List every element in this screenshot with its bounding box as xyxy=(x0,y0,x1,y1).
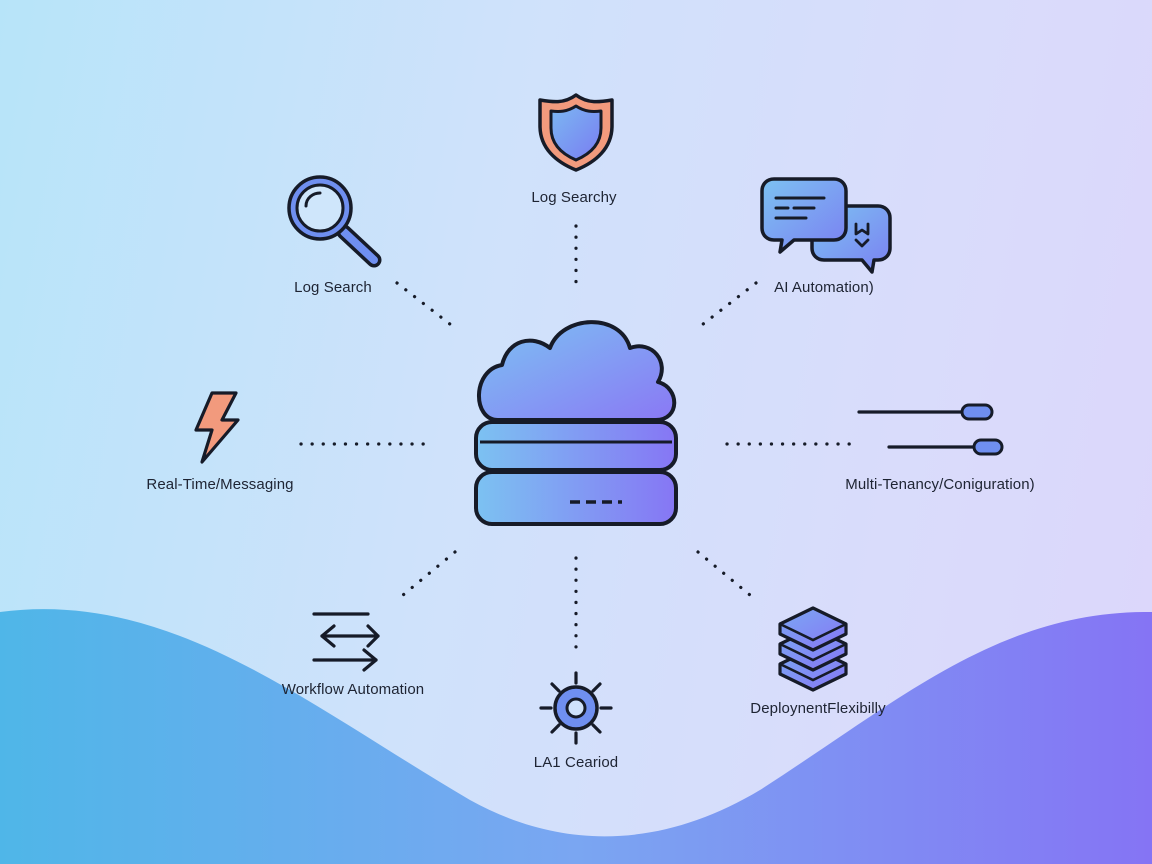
node-label-right: Multi-Tenancy/Coniguration) xyxy=(845,476,1035,493)
chat-bubbles-icon xyxy=(760,177,892,274)
node-label-top-left: Log Search xyxy=(294,279,372,296)
arrows-swap-icon xyxy=(312,612,380,672)
node-label-bottom-left: Workflow Automation xyxy=(281,681,425,698)
connector-bottom-left xyxy=(395,550,457,602)
sliders-icon xyxy=(857,403,1004,456)
node-label-bottom-right: DeploynentFlexibilly xyxy=(750,700,886,717)
node-label-bottom: LA1 Cеariod xyxy=(533,754,619,771)
shield-icon xyxy=(538,93,614,172)
stack-layers-icon xyxy=(778,606,848,692)
cloud-server-icon xyxy=(474,320,678,526)
magnifier-icon xyxy=(287,175,382,268)
connector-bottom-right xyxy=(696,550,758,602)
lightning-icon xyxy=(194,391,240,464)
node-label-top: Log Searchy xyxy=(531,189,617,206)
gear-sun-icon xyxy=(539,671,613,745)
connector-top-right xyxy=(696,281,758,330)
node-label-left: Real-Time/Messaging xyxy=(146,476,294,493)
connector-top-left xyxy=(395,281,457,330)
node-label-top-right: AI Automation) xyxy=(774,279,874,296)
